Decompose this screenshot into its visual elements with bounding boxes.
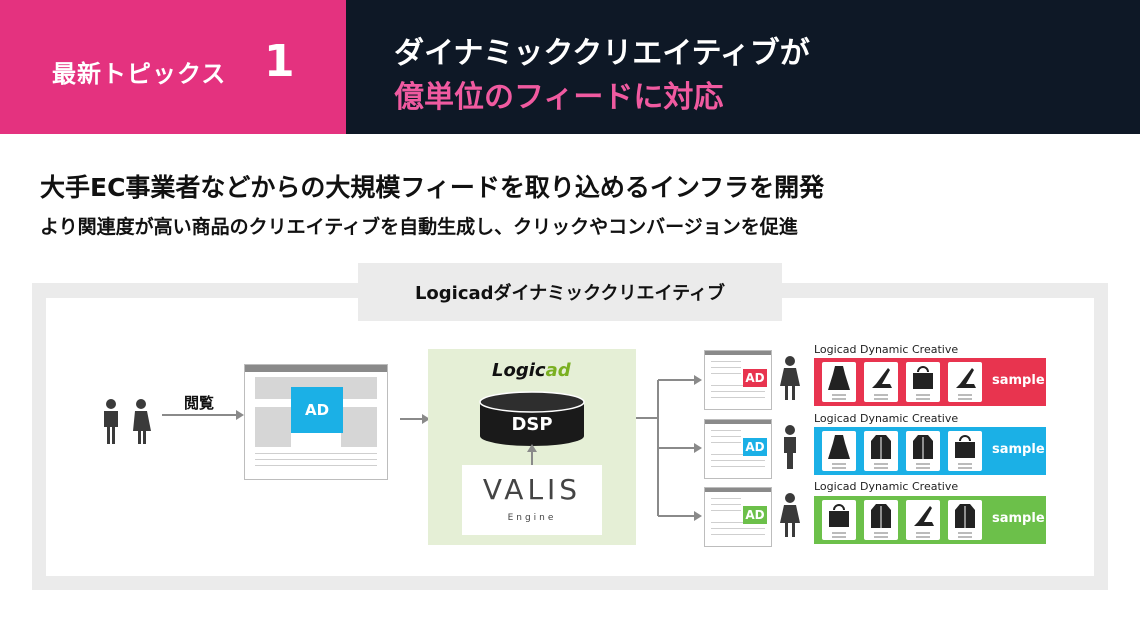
users-icon <box>104 399 151 444</box>
header-topic-panel: 最新トピックス 1 <box>0 0 346 134</box>
arrow-to-page <box>162 410 244 420</box>
output-ad-badge: AD <box>743 506 767 524</box>
page-ad-slot: AD <box>291 387 343 433</box>
handbag-icon <box>829 504 849 538</box>
output-ad-badge: AD <box>743 369 767 387</box>
dress-icon <box>828 366 850 400</box>
coat-icon <box>913 435 933 469</box>
heels-icon <box>914 506 934 538</box>
person-icon <box>780 356 800 400</box>
handbag-icon <box>955 435 975 469</box>
person-icon <box>784 425 796 469</box>
creative-strip-1: sample <box>814 358 1046 406</box>
product-card <box>906 431 940 471</box>
product-card <box>948 362 982 402</box>
logicad-logo: Logicad <box>492 360 571 381</box>
creative-caption: Logicad Dynamic Creative <box>814 412 959 425</box>
dress-icon <box>828 435 850 469</box>
logo-text-accent: ad <box>545 360 571 381</box>
creative-caption: Logicad Dynamic Creative <box>814 343 959 356</box>
creative-strip-2: sample <box>814 427 1046 475</box>
product-card <box>864 362 898 402</box>
engine-name: VALIS <box>482 473 582 506</box>
creative-strip-3: sample <box>814 496 1046 544</box>
coat-icon <box>871 504 891 538</box>
title-line-2: 億単位のフィードに対応 <box>394 80 724 115</box>
heels-icon <box>956 368 976 400</box>
engine-sub: Engine <box>507 513 557 523</box>
product-card <box>822 500 856 540</box>
output-page-2: AD <box>704 419 772 479</box>
product-card <box>864 500 898 540</box>
product-card <box>906 362 940 402</box>
webpage-mockup: AD <box>244 364 388 480</box>
output-page-1: AD <box>704 350 772 410</box>
dsp-database <box>479 391 585 446</box>
logo-text-main: Logic <box>492 360 546 381</box>
diagram-title: Logicadダイナミッククリエイティブ <box>358 263 782 321</box>
sample-label: sample <box>992 511 1045 526</box>
product-card <box>906 500 940 540</box>
subtitle-main: 大手EC事業者などからの大規模フィードを取り込めるインフラを開発 <box>40 173 825 202</box>
topic-label: 最新トピックス <box>52 60 227 88</box>
dsp-label: DSP <box>511 414 553 435</box>
creative-caption: Logicad Dynamic Creative <box>814 480 959 493</box>
product-card <box>948 431 982 471</box>
arrow-to-dsp <box>400 414 430 424</box>
product-card <box>864 431 898 471</box>
product-card <box>822 362 856 402</box>
header-title-panel: ダイナミッククリエイティブが 億単位のフィードに対応 <box>346 0 1140 134</box>
valis-engine-box: VALIS Engine <box>462 465 602 535</box>
topic-number: 1 <box>264 36 295 87</box>
output-connector <box>636 375 702 521</box>
product-card <box>822 431 856 471</box>
arrow-engine-to-dsp <box>527 444 537 466</box>
sample-label: sample <box>992 442 1045 457</box>
output-ad-badge: AD <box>743 438 767 456</box>
handbag-icon <box>913 366 933 400</box>
output-page-3: AD <box>704 487 772 547</box>
sample-label: sample <box>992 373 1045 388</box>
person-icon <box>780 493 800 537</box>
product-card <box>948 500 982 540</box>
coat-icon <box>871 435 891 469</box>
title-line-1: ダイナミッククリエイティブが <box>394 36 810 71</box>
subtitle-sub: より関連度が高い商品のクリエイティブを自動生成し、クリックやコンバージョンを促進 <box>40 216 798 238</box>
heels-icon <box>872 368 892 400</box>
coat-icon <box>955 504 975 538</box>
browse-label: 閲覧 <box>184 394 215 412</box>
